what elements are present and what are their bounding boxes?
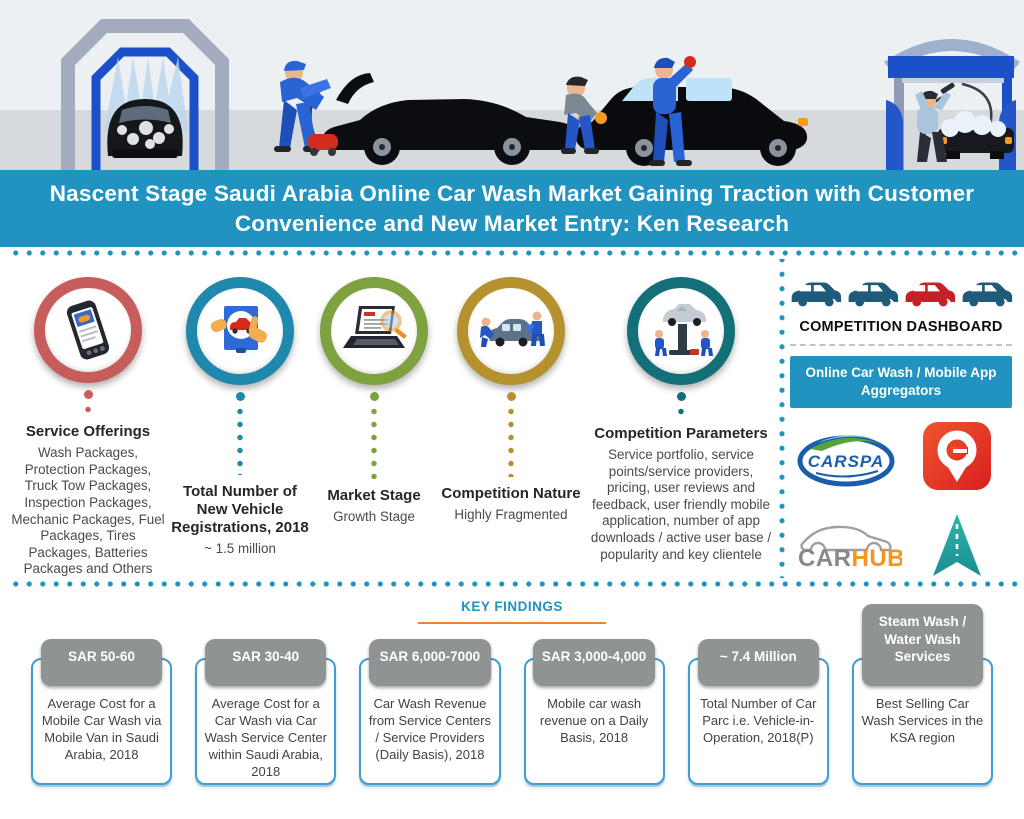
feature-title: Competition Nature	[441, 485, 581, 502]
finding-card-header: SAR 30-40	[205, 639, 327, 686]
heading-underline	[418, 622, 606, 624]
finding-card: SAR 3,000-4,000 Mobile car wash revenue …	[523, 632, 665, 785]
dotted-separator-top	[6, 247, 1018, 259]
feature-description: Highly Fragmented	[454, 507, 568, 522]
feature-circle	[627, 277, 735, 385]
carspa-logo: CARSPA	[797, 435, 895, 487]
finding-card: SAR 6,000-7000 Car Wash Revenue from Ser…	[359, 632, 501, 785]
dashed-divider	[790, 344, 1012, 346]
feature-circle	[34, 277, 142, 384]
feature-description: Wash Packages, Protection Packages, Truc…	[11, 445, 165, 577]
car-icon	[962, 282, 1013, 307]
competitor-logos: CARSPA CARHUB	[790, 420, 1012, 582]
e-pin-app-logo	[923, 422, 991, 491]
dotted-connector	[235, 392, 245, 475]
feature-competition-nature: Competition Nature Highly Fragmented	[436, 277, 586, 578]
feature-description: ~ 1.5 million	[204, 541, 276, 556]
feature-vehicle-registrations: Total Number of New Vehicle Registration…	[168, 277, 312, 578]
finding-card-header: SAR 3,000-4,000	[533, 639, 655, 686]
carhub-logo: CARHUB	[798, 526, 902, 572]
page-title: Nascent Stage Saudi Arabia Online Car Wa…	[49, 180, 975, 236]
tunnel-wash-scene	[61, 19, 229, 170]
finding-card-header: SAR 6,000-7000	[369, 639, 491, 686]
feature-circle	[186, 277, 294, 385]
dotted-separator-bottom	[6, 578, 1018, 590]
navigation-arrow-logo	[933, 514, 981, 577]
finding-card-header: Steam Wash / Water Wash Services	[861, 604, 984, 686]
feature-description: Growth Stage	[333, 509, 415, 524]
dashboard-title: COMPETITION DASHBOARD	[799, 319, 1003, 335]
finding-card: Steam Wash / Water Wash Services Best Se…	[851, 604, 994, 785]
car-washing-team-icon	[480, 311, 545, 347]
feature-market-stage: Market Stage Growth Stage	[312, 277, 436, 578]
key-findings-heading: KEY FINDINGS	[461, 599, 563, 614]
competitor-cars-row	[789, 279, 1013, 309]
dotted-connector	[506, 392, 516, 477]
market-analysis-icon	[343, 306, 407, 348]
key-findings-cards: SAR 50-60 Average Cost for a Mobile Car …	[0, 604, 1024, 785]
finding-card: SAR 30-40 Average Cost for a Car Wash vi…	[195, 632, 337, 785]
key-findings-section: KEY FINDINGS SAR 50-60 Average Cost for …	[0, 590, 1024, 785]
car-icon	[791, 282, 842, 307]
feature-service-offerings: Service Offerings Wash Packages, Protect…	[8, 277, 168, 578]
smartphone-app-icon	[66, 300, 110, 360]
vertical-dotted-separator	[776, 259, 788, 578]
vehicle-registration-icon	[210, 306, 268, 353]
vacuum-cleaning-scene	[274, 60, 576, 165]
dotted-connector	[369, 392, 379, 479]
competition-dashboard: COMPETITION DASHBOARD Online Car Wash / …	[788, 259, 1016, 578]
feature-description: Service portfolio, service points/servic…	[590, 447, 772, 562]
feature-competition-parameters: Competition Parameters Service portfolio…	[586, 277, 776, 578]
svg-text:CARHUB: CARHUB	[798, 545, 902, 572]
dotted-connector	[676, 392, 686, 417]
svg-text:CARSPA: CARSPA	[808, 452, 885, 471]
car-icon	[905, 282, 956, 307]
finding-card: ~ 7.4 Million Total Number of Car Parc i…	[687, 632, 829, 785]
feature-circle	[320, 277, 428, 385]
finding-card-header: SAR 50-60	[40, 639, 163, 686]
feature-title: Market Stage	[327, 487, 421, 504]
feature-circle	[457, 277, 565, 385]
pressure-wash-scene	[884, 39, 1020, 170]
aggregators-box: Online Car Wash / Mobile App Aggregators	[790, 356, 1012, 409]
finding-card: SAR 50-60 Average Cost for a Mobile Car …	[31, 632, 173, 785]
title-banner: Nascent Stage Saudi Arabia Online Car Wa…	[0, 170, 1024, 247]
hand-wash-scene	[561, 56, 808, 166]
main-section: Service Offerings Wash Packages, Protect…	[0, 259, 1024, 578]
finding-card-header: ~ 7.4 Million	[697, 639, 819, 686]
car-wash-hero-illustration	[0, 0, 1024, 170]
car-service-lift-icon	[655, 304, 713, 356]
market-features: Service Offerings Wash Packages, Protect…	[0, 259, 776, 578]
dotted-connector	[83, 390, 93, 416]
feature-title: Service Offerings	[25, 423, 151, 441]
car-icon	[848, 282, 899, 307]
feature-title: Competition Parameters	[594, 425, 768, 442]
feature-title: Total Number of New Vehicle Registration…	[171, 483, 309, 536]
